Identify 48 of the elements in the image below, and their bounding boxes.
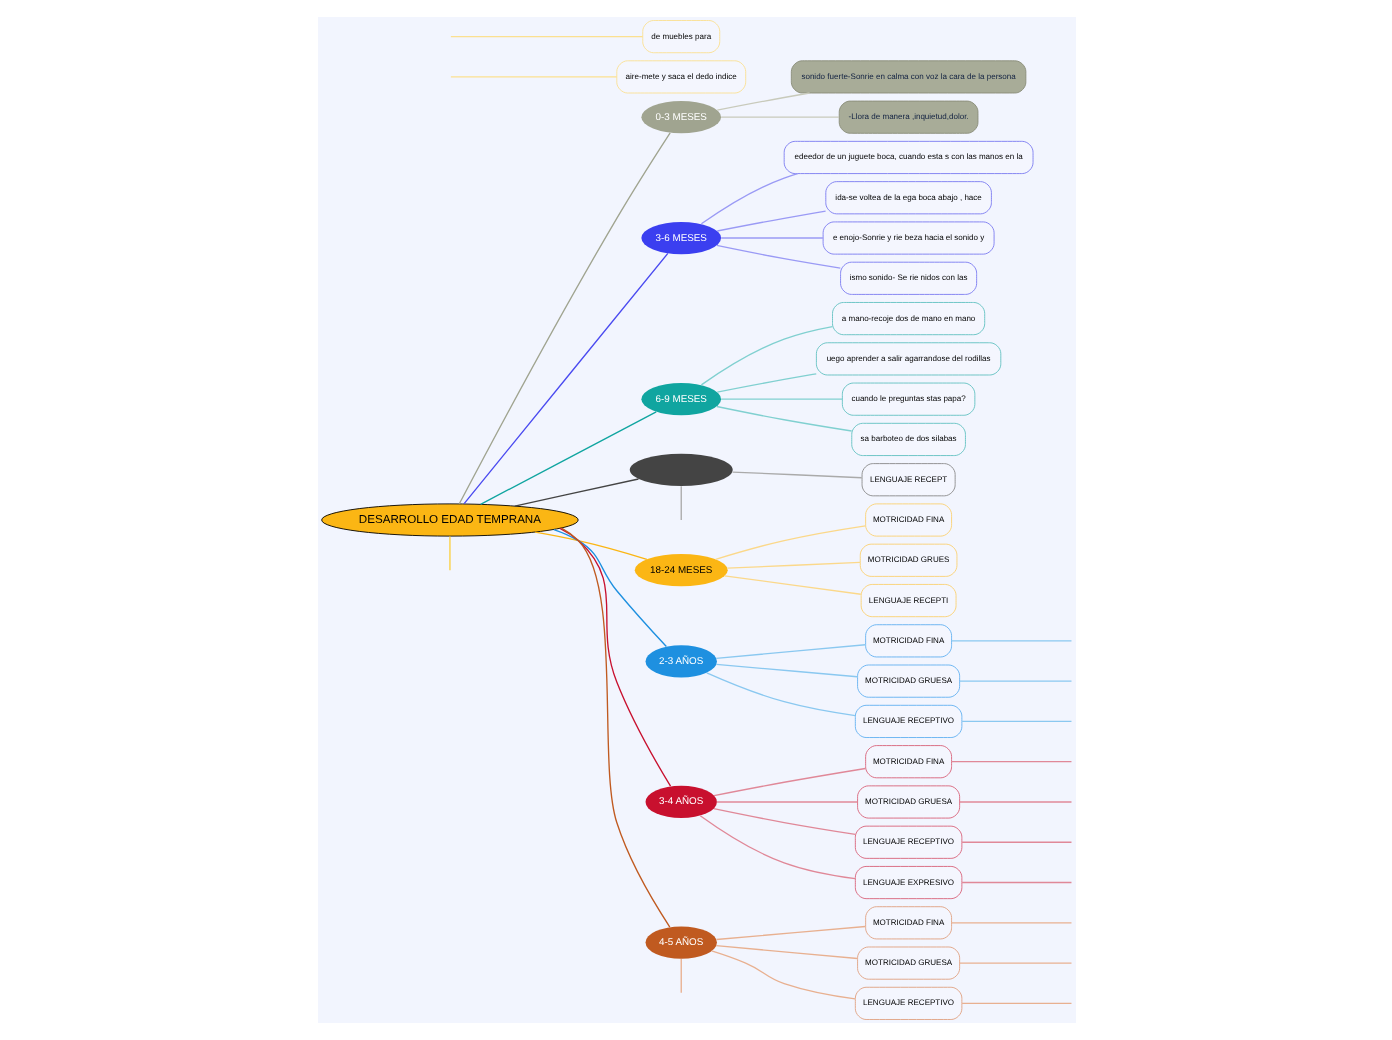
connector <box>949 761 1072 763</box>
connector <box>725 561 860 569</box>
connector <box>714 663 857 678</box>
connector <box>960 720 1072 723</box>
connector <box>958 680 1072 682</box>
connector <box>960 881 1072 884</box>
connector <box>715 210 826 232</box>
connector <box>719 398 842 400</box>
connector <box>462 252 668 505</box>
connector <box>949 640 1072 642</box>
connector <box>698 815 855 880</box>
connector <box>730 471 862 479</box>
connector <box>715 373 816 393</box>
connector <box>715 244 840 269</box>
connector <box>958 801 1072 803</box>
connector <box>709 950 855 1000</box>
connector <box>714 925 866 941</box>
connector <box>513 478 639 507</box>
connector <box>457 132 670 505</box>
connector <box>558 527 671 787</box>
connector <box>958 962 1072 964</box>
connector <box>949 922 1072 924</box>
connector <box>960 1002 1072 1005</box>
connector <box>699 172 798 225</box>
node-ellipse <box>628 453 732 486</box>
connector <box>478 411 656 505</box>
connector <box>533 531 647 560</box>
connector <box>715 405 852 432</box>
connector <box>679 485 681 521</box>
connector <box>960 841 1072 843</box>
connector <box>714 525 866 560</box>
connector <box>712 767 866 797</box>
connector <box>699 325 833 386</box>
connector <box>449 76 617 78</box>
connector <box>719 237 823 239</box>
connector <box>722 575 861 595</box>
connector <box>715 92 810 111</box>
connector <box>449 35 643 38</box>
connector <box>714 944 858 960</box>
connector <box>705 672 855 717</box>
connector <box>712 808 855 836</box>
connector <box>559 527 670 928</box>
connector <box>679 958 681 994</box>
connector <box>715 801 858 803</box>
connector <box>448 535 450 571</box>
connector <box>714 644 865 659</box>
connector <box>552 528 667 648</box>
connector <box>719 116 839 118</box>
